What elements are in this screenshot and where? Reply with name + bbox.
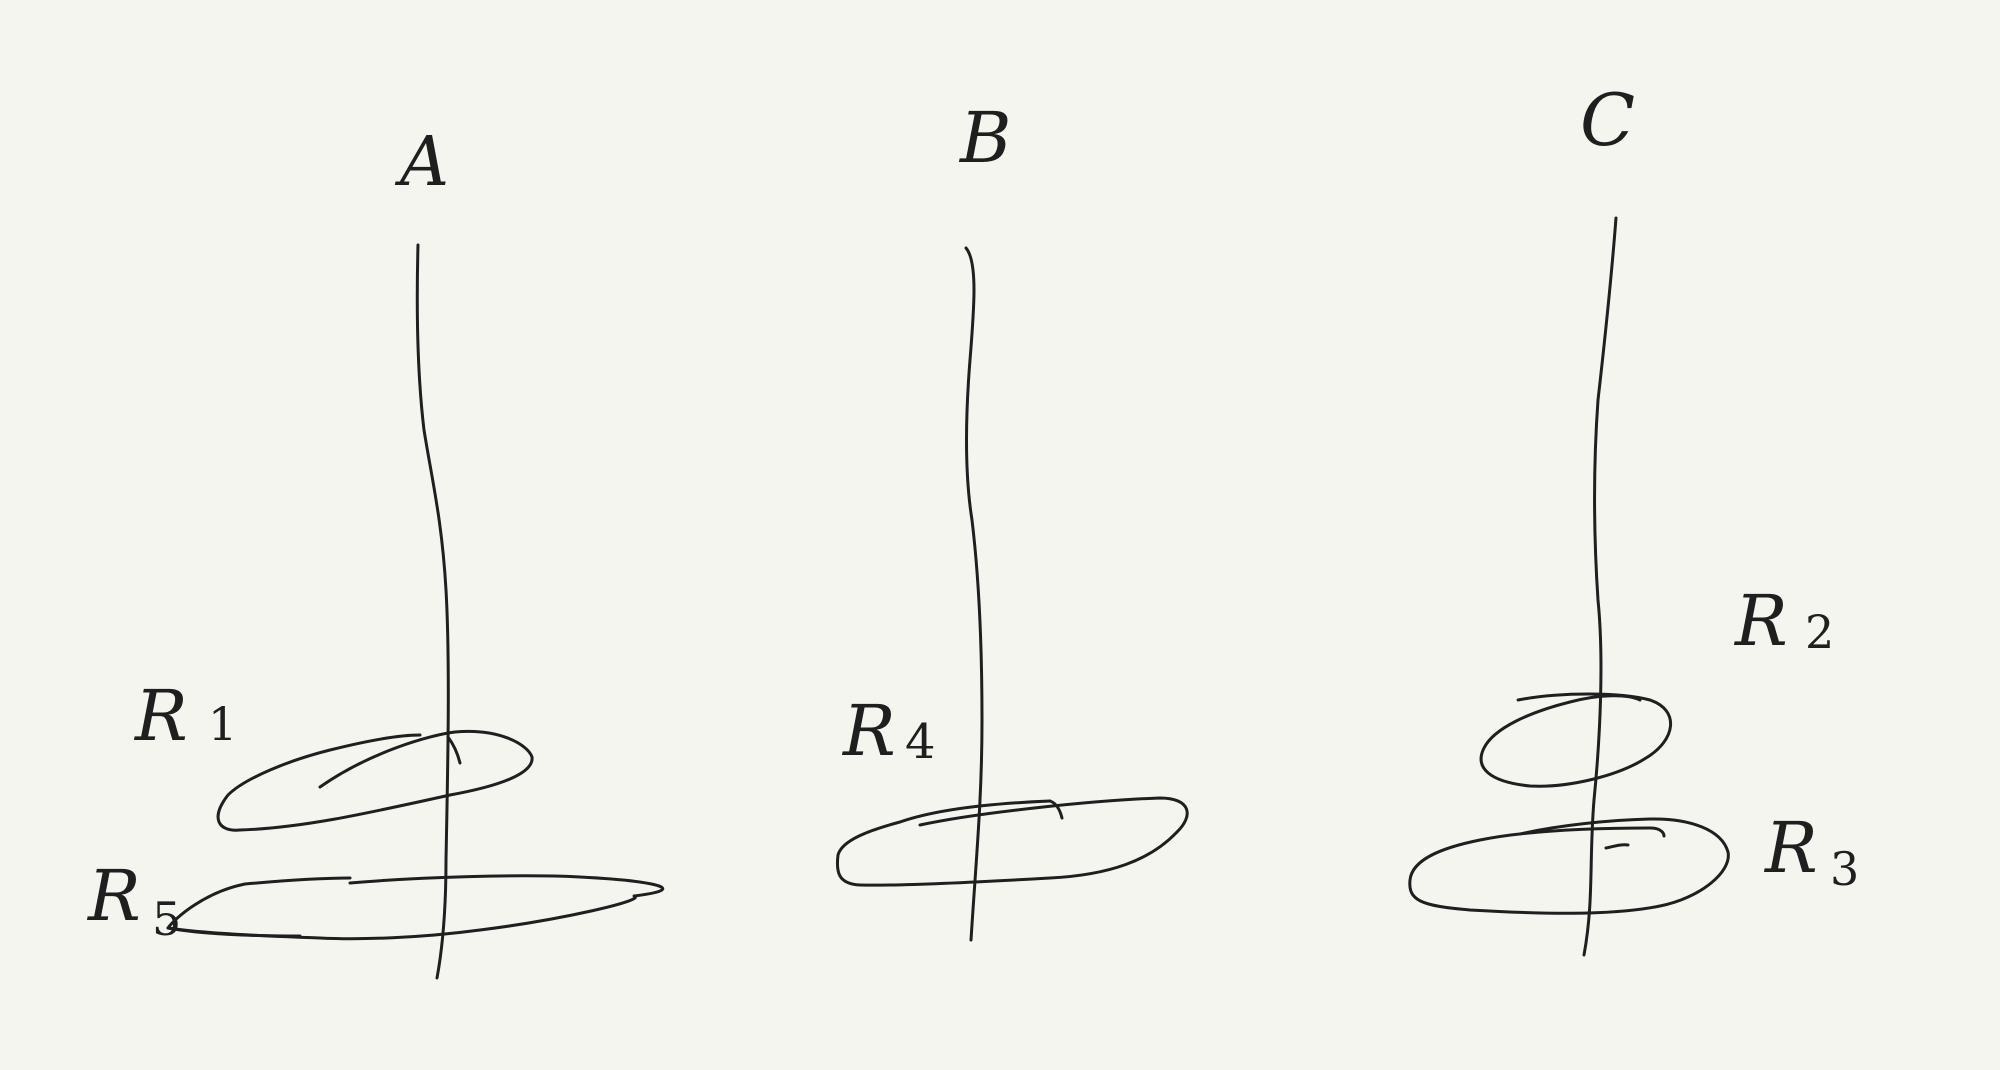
ring-r4-flap [1048, 799, 1064, 820]
ring-r1-flap [446, 735, 462, 765]
peg-a-group: A [394, 123, 450, 980]
peg-a-label: A [394, 123, 449, 202]
ring-r3-letter: R [1763, 807, 1818, 889]
ring-r3 [1408, 817, 1730, 915]
peg-a-pole [415, 243, 450, 980]
ring-r5 [166, 874, 665, 941]
ring-r5-group: R 5 [86, 855, 665, 946]
peg-c-label: C [1580, 78, 1635, 162]
ring-r2-subscript: 2 [1805, 605, 1834, 659]
ring-r2-group: R 2 [1479, 580, 1834, 788]
ring-r1 [216, 729, 534, 832]
ring-r2 [1479, 692, 1672, 788]
ring-r5-letter: R [86, 855, 141, 937]
ring-r4-letter: R [841, 690, 896, 772]
ring-r3-subscript: 3 [1830, 842, 1859, 896]
ring-r3-notch [1604, 843, 1630, 850]
ring-r3-group: R 3 [1408, 807, 1859, 915]
ring-r4-subscript: 4 [905, 714, 936, 770]
ring-r1-subscript: 1 [208, 697, 237, 751]
peg-b-label: B [958, 97, 1011, 179]
ring-r4-group: R 4 [835, 690, 1189, 887]
peg-b-pole [964, 246, 984, 942]
ring-r5-rim [166, 926, 302, 938]
ring-r1-group: R 1 [133, 675, 534, 832]
ring-r5-subscript: 5 [152, 892, 181, 946]
ring-r1-letter: R [133, 675, 188, 757]
peg-c-group: C [1580, 78, 1635, 957]
peg-b-group: B [958, 97, 1011, 942]
ring-r2-letter: R [1733, 580, 1788, 662]
ring-r4 [835, 796, 1189, 887]
peg-c-pole [1582, 216, 1618, 957]
